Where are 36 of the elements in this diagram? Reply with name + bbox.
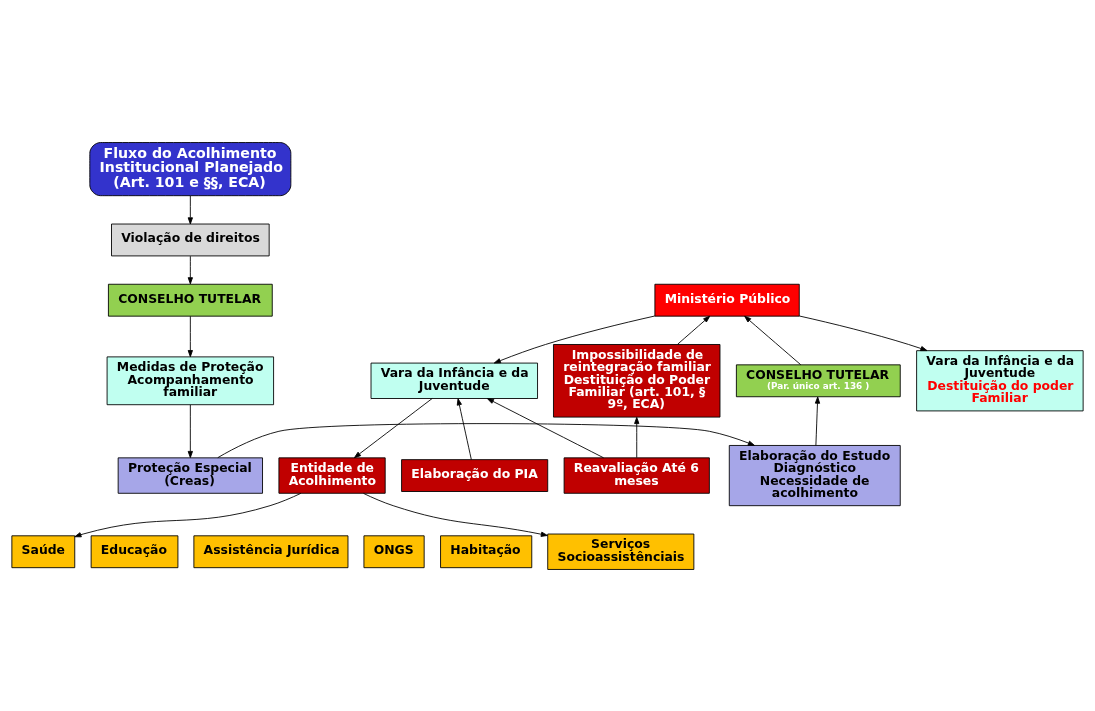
node-box: Impossibilidade de reintegração familiar Destituição do Poder Familiar (art. 101, § 9º, ECA) (553, 343, 721, 418)
node-box: CONSELHO TUTELAR (107, 283, 273, 317)
node-box: Saúde (11, 534, 76, 568)
node-box: CONSELHO TUTELAR (Par. único art. 136 ) (735, 363, 901, 397)
node-box: Elaboração do PIA (401, 458, 549, 492)
arrow (677, 315, 711, 345)
arrow (363, 492, 548, 537)
node-box: Assistência Jurídica (193, 534, 349, 568)
arrow (456, 397, 472, 460)
arrow (187, 194, 193, 224)
arrow (74, 492, 302, 537)
node-box: Violação de direitos (111, 223, 270, 256)
node-box: Fluxo do Acolhimento Institucional Planejado (Art. 101 e §§, ECA) (89, 141, 292, 196)
node-box: Elaboração do Estudo Diagnóstico Necessidade de acolhimento (728, 444, 901, 506)
node-box: Ministério Público (654, 283, 800, 317)
node-box: Reavaliação Até 6 meses (563, 456, 710, 494)
node-box: Habitação (440, 534, 533, 568)
arrow (187, 403, 193, 458)
arrow (814, 396, 821, 446)
node-box: Proteção Especial (Creas) (117, 456, 263, 494)
arrow (493, 315, 656, 363)
arrow (634, 416, 640, 458)
arrow (798, 315, 928, 351)
node-box: Vara da Infância e da Juventude (370, 362, 538, 399)
arrow (217, 422, 755, 458)
arrow (187, 255, 193, 284)
node-box: Entidade de Acolhimento (278, 456, 386, 494)
arrow (486, 397, 605, 458)
node-box: Educação (90, 534, 179, 568)
node-box: Vara da Infância e da Juventude Destituição do poder Familiar (916, 349, 1084, 411)
arrow (354, 397, 433, 458)
node-box: Serviços Socioassistênciais (547, 533, 695, 570)
arrow (744, 315, 802, 365)
arrow (187, 315, 193, 357)
node-box: ONGS (363, 534, 425, 568)
node-box: Medidas de Proteção Acompanhamento familiar (106, 355, 275, 405)
